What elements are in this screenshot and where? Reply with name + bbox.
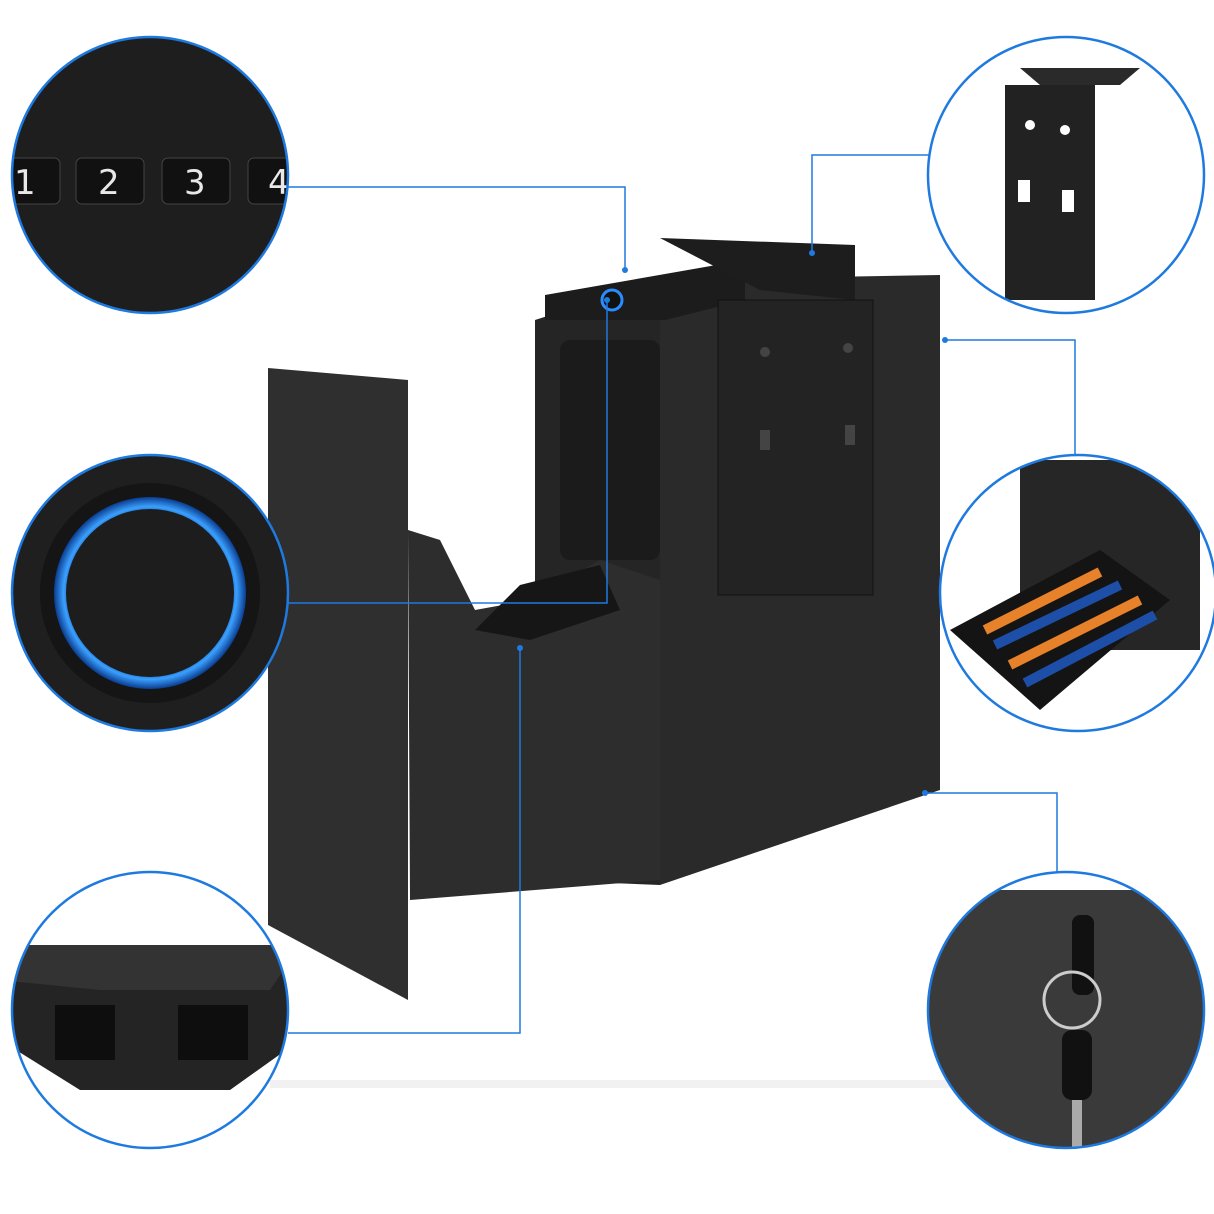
keypad-key: 3 — [161, 157, 231, 205]
keys-callout — [926, 870, 1206, 1150]
drawer — [408, 530, 660, 900]
svg-text:4: 4 — [268, 163, 290, 203]
keypad-key: 4 — [247, 157, 290, 205]
keypad-top — [545, 260, 745, 320]
drawer-opening — [560, 340, 660, 560]
drawer-front-panel — [268, 368, 408, 1000]
key-icon — [1072, 915, 1094, 995]
svg-text:3: 3 — [184, 163, 206, 203]
base-cutout-callout — [10, 870, 290, 1150]
fingerprint-callout — [10, 453, 290, 733]
floor-shadow — [270, 1080, 950, 1088]
svg-text:1: 1 — [14, 163, 36, 203]
battery-icon — [982, 567, 1158, 688]
svg-text:2: 2 — [98, 163, 120, 203]
keypad-key: 2 — [75, 157, 145, 205]
bracket-callout — [926, 35, 1206, 315]
safe-body — [268, 238, 940, 1000]
keypad-key: 1 — [12, 157, 61, 205]
battery-callout — [938, 453, 1214, 733]
keypad-callout: 1 2 3 4 — [10, 35, 290, 315]
callout-lines — [288, 154, 1076, 1034]
